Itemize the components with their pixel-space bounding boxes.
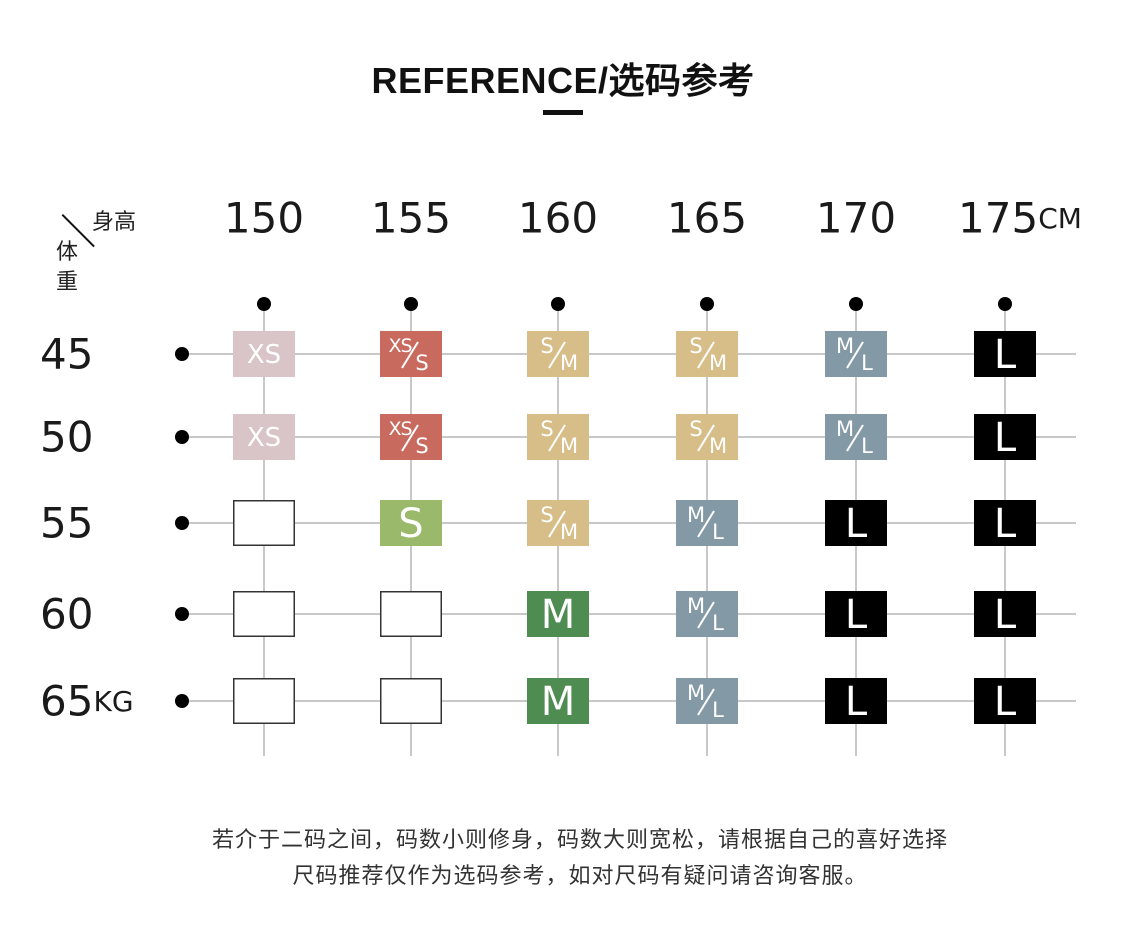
size-label-45-155-bottom: S [415,351,428,375]
size-label-50-165-bottom: M [709,434,727,458]
size-label-50-175: L [994,415,1017,461]
size-label-45-170-slash [846,341,864,369]
height-axis-label: 身高 [92,210,137,235]
size-cell-55-175 [974,500,1036,546]
column-dot-155 [404,297,418,311]
height-tick-150: 150 [224,194,304,243]
size-label-50-170-top: M [836,417,854,441]
column-dot-170 [849,297,863,311]
size-label-45-160-slash [548,341,566,369]
weight-tick-55: 55 [40,499,93,548]
size-label-50-165-slash [697,424,715,452]
size-label-55-165-bottom: L [712,520,724,544]
size-cell-50-150 [233,414,295,460]
size-label-45-170-top: M [836,334,854,358]
size-cell-60-175 [974,591,1036,637]
size-label-60-170: L [845,592,868,638]
height-tick-160: 160 [518,194,598,243]
size-label-60-165-bottom: L [712,611,724,635]
footnote-line-2: 尺码推荐仅作为选码参考，如对尺码有疑问请咨询客服。 [292,864,868,889]
size-cell-65-170 [825,678,887,724]
size-label-65-165-slash [697,688,715,716]
height-tick-165: 165 [667,194,747,243]
size-label-55-165-slash [697,510,715,538]
size-label-50-150: XS [247,423,281,453]
size-cell-55-155 [380,500,442,546]
size-label-65-165-bottom: L [712,698,724,722]
size-label-45-155-slash [401,341,419,369]
size-label-60-175: L [994,592,1017,638]
empty-cell-55-150 [233,500,295,546]
size-label-45-150: XS [247,340,281,370]
column-dot-175 [998,297,1012,311]
size-cell-55-170 [825,500,887,546]
height-unit: CM [1038,202,1082,235]
weight-axis-label: 体重 [55,240,78,295]
height-tick-170: 170 [816,194,896,243]
size-label-55-160-slash [548,510,566,538]
column-dot-160 [551,297,565,311]
empty-cell-65-150 [233,678,295,724]
weight-tick-60: 60 [40,590,93,639]
size-label-60-165-top: M [687,594,705,618]
row-dot-45 [175,347,189,361]
size-label-50-160-slash [548,424,566,452]
size-label-45-165-slash [697,341,715,369]
weight-tick-50: 50 [40,413,93,462]
row-dot-65 [175,694,189,708]
weight-tick-65: 65KG [40,677,134,726]
size-label-55-175: L [994,501,1017,547]
size-label-45-155-top: XS [388,335,411,357]
size-label-45-170-bottom: L [861,351,873,375]
size-label-65-160: M [541,679,576,725]
size-label-45-175: L [994,332,1017,378]
size-label-55-160-bottom: M [560,520,578,544]
row-dot-55 [175,516,189,530]
height-tick-175: 175CM [958,194,1082,243]
size-label-65-165-top: M [687,681,705,705]
row-dot-60 [175,607,189,621]
size-cell-65-175 [974,678,1036,724]
empty-cell-65-155 [380,678,442,724]
size-cell-45-150 [233,331,295,377]
size-cell-45-175 [974,331,1036,377]
size-label-50-155-slash [401,424,419,452]
height-tick-155: 155 [371,194,451,243]
size-label-50-160-bottom: M [560,434,578,458]
size-cell-60-170 [825,591,887,637]
row-dot-50 [175,430,189,444]
weight-unit: KG [93,685,133,718]
size-label-65-175: L [994,679,1017,725]
size-cell-60-160 [527,591,589,637]
size-cell-65-160 [527,678,589,724]
empty-cell-60-150 [233,591,295,637]
size-label-50-155-top: XS [388,418,411,440]
size-label-50-160-top: S [540,417,553,441]
size-label-55-155: S [398,501,423,547]
weight-tick-45: 45 [40,330,93,379]
size-cell-50-175 [974,414,1036,460]
size-label-60-165-slash [697,601,715,629]
size-label-45-160-top: S [540,334,553,358]
size-label-55-160-top: S [540,503,553,527]
size-label-50-165-top: S [689,417,702,441]
column-dot-165 [700,297,714,311]
size-label-55-165-top: M [687,503,705,527]
title-underline [543,110,583,115]
size-label-65-170: L [845,679,868,725]
size-label-45-165-bottom: M [709,351,727,375]
size-label-45-165-top: S [689,334,702,358]
footnote-line-1: 若介于二码之间，码数小则修身，码数大则宽松，请根据自己的喜好选择 [211,828,948,853]
size-label-50-170-bottom: L [861,434,873,458]
size-label-60-160: M [541,592,576,638]
size-label-45-160-bottom: M [560,351,578,375]
size-label-50-155-bottom: S [415,434,428,458]
size-label-55-170: L [845,501,868,547]
size-label-50-170-slash [846,424,864,452]
page-title: REFERENCE/选码参考 [371,60,755,101]
empty-cell-60-155 [380,591,442,637]
column-dot-150 [257,297,271,311]
